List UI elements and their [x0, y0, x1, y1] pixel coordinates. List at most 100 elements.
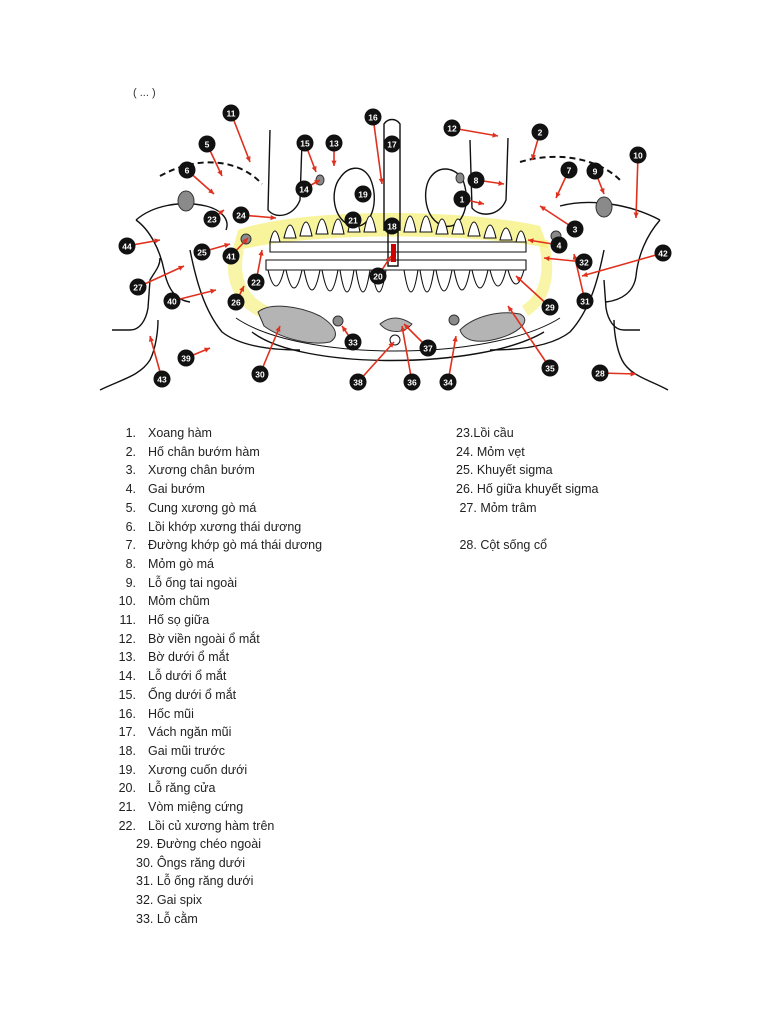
legend-item: 27. Mỏm trâm — [456, 500, 537, 515]
callout-label-23: 23 — [207, 215, 217, 225]
callout-label-14: 14 — [299, 185, 309, 195]
callout-label-42: 42 — [658, 249, 668, 259]
callout-arrowhead-15 — [311, 166, 317, 172]
callout-label-4: 4 — [557, 241, 562, 251]
callout-marker-27 — [129, 278, 147, 296]
callout-marker-4 — [550, 236, 568, 254]
callout-label-30: 30 — [255, 370, 265, 380]
legend-number: 1. — [125, 426, 136, 440]
legend-number: 6. — [125, 519, 136, 534]
legend-number: 7. — [125, 538, 136, 553]
callout-arrowhead-22 — [258, 250, 264, 256]
legend-text: Vách ngăn mũi — [148, 725, 232, 740]
callout-label-21: 21 — [348, 216, 358, 226]
legend-text: Bờ dưới ổ mắt — [148, 650, 230, 665]
callout-marker-20 — [369, 267, 387, 285]
callout-marker-33 — [344, 333, 362, 351]
callout-arrowhead-33 — [342, 326, 348, 332]
callout-arrowhead-7 — [555, 192, 561, 198]
callout-arrowhead-24 — [270, 214, 276, 221]
callout-marker-40 — [163, 292, 181, 310]
callout-arrow-38 — [357, 341, 395, 383]
legend-text: Ống dưới ổ mắt — [148, 687, 237, 702]
legend-number: 17. — [118, 725, 136, 740]
callout-marker-31 — [576, 292, 594, 310]
callout-arrowhead-28 — [630, 371, 636, 377]
legend-text: Gai mũi trước — [148, 743, 225, 758]
legend-item: 32. Gai spix — [136, 893, 203, 908]
legend-text: Mỏm gò má — [148, 556, 214, 571]
callout-arrowhead-43 — [148, 336, 154, 342]
header-fragment: ( ... ) — [133, 87, 156, 99]
callout-label-40: 40 — [167, 297, 177, 307]
callout-label-12: 12 — [447, 124, 457, 134]
callout-arrowhead-29 — [516, 276, 522, 282]
legend-text: Bờ viền ngoài ổ mắt — [148, 631, 260, 646]
legend-item: 15.Ống dưới ổ mắt — [112, 686, 322, 705]
callout-label-6: 6 — [185, 166, 190, 176]
callout-marker-3 — [566, 220, 584, 238]
callout-arrow-11 — [230, 112, 251, 163]
callout-arrowhead-25 — [224, 242, 230, 248]
callout-label-1: 1 — [460, 195, 465, 205]
callout-marker-37 — [419, 339, 437, 357]
legend-text: Xương cuốn dưới — [148, 762, 248, 777]
callout-arrowhead-26 — [239, 286, 244, 292]
callout-arrowhead-3 — [540, 206, 546, 212]
callout-label-31: 31 — [580, 297, 590, 307]
lower-teeth — [265, 259, 527, 293]
legend-text: Lồi củ xương hàm trên — [148, 818, 275, 833]
callout-arrowhead-2 — [530, 154, 536, 160]
legend-number: 13. — [118, 650, 136, 665]
legend-number: 9. — [125, 575, 136, 590]
legend-text: Lồi khớp xương thái dương — [148, 519, 302, 534]
callout-arrowhead-30 — [275, 326, 281, 332]
callout-label-37: 37 — [423, 344, 433, 354]
legend-number: 18. — [118, 743, 136, 758]
callout-label-41: 41 — [226, 252, 236, 262]
legend-number: 16. — [118, 706, 136, 721]
legend-item: 19. Xương cuốn dưới — [112, 761, 322, 780]
legend-number: 19. — [118, 762, 136, 777]
legend-item: 24. Mỏm vẹt — [456, 444, 525, 459]
callout-arrowhead-27 — [178, 265, 184, 271]
legend-item: 33. Lỗ cằm — [136, 911, 198, 926]
callout-marker-10 — [629, 146, 647, 164]
callout-marker-35 — [541, 359, 559, 377]
legend-text: Lỗ ống tai ngoài — [148, 575, 237, 590]
callout-label-15: 15 — [300, 139, 310, 149]
legend-item: 23.Lồi cầu — [456, 426, 514, 440]
callout-marker-14 — [295, 180, 313, 198]
callout-label-34: 34 — [443, 378, 453, 388]
callout-arrowhead-32 — [544, 255, 550, 262]
callout-arrow-10 — [635, 154, 639, 219]
callout-label-27: 27 — [133, 283, 143, 293]
callout-arrowhead-23 — [218, 210, 224, 216]
callout-marker-28 — [591, 364, 609, 382]
callout-arrowhead-12 — [492, 132, 498, 138]
legend-item: 10.Mỏm chũm — [112, 592, 322, 611]
callout-marker-9 — [586, 162, 604, 180]
legend-item: 6. Lồi khớp xương thái dương — [112, 518, 322, 537]
callout-arrowhead-4 — [528, 238, 534, 244]
callout-marker-11 — [222, 104, 240, 122]
callout-marker-36 — [403, 373, 421, 391]
legend-item: 29. Đường chéo ngoài — [136, 837, 261, 851]
callout-marker-5 — [198, 135, 216, 153]
legend-item: 9. Lỗ ống tai ngoài — [112, 574, 322, 593]
callout-marker-17 — [383, 135, 401, 153]
legend-number: 4. — [125, 482, 136, 497]
legend-item — [456, 518, 598, 537]
callout-marker-29 — [541, 298, 559, 316]
callout-label-33: 33 — [348, 338, 358, 348]
legend-text: Cung xương gò má — [148, 500, 257, 515]
callout-arrowhead-39 — [204, 347, 210, 353]
callout-arrowhead-9 — [599, 188, 605, 194]
callout-arrowhead-37 — [404, 324, 410, 330]
legend-item: 20.Lỗ răng cửa — [112, 779, 322, 798]
callout-arrowhead-5 — [217, 170, 223, 176]
callout-label-44: 44 — [122, 242, 132, 252]
callout-arrowhead-11 — [245, 156, 251, 162]
callout-arrowhead-42 — [582, 272, 588, 278]
